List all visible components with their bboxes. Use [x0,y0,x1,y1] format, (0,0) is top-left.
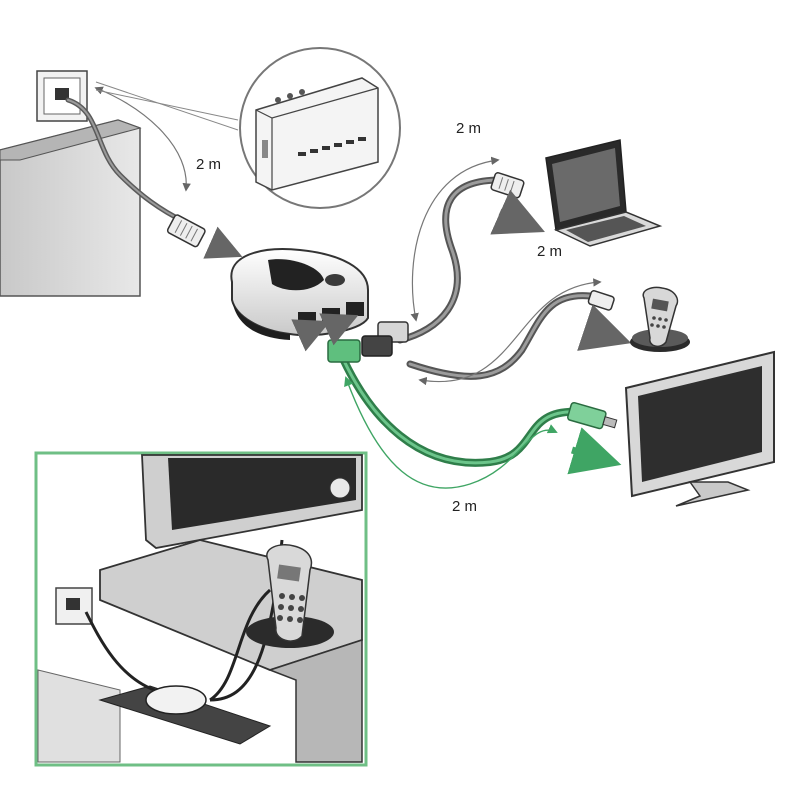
splitter-icon [230,248,369,340]
inset-scene [34,451,368,767]
rj45-plug-icon [166,214,206,248]
wall-shelf [0,119,142,297]
distribution-box-icon [255,77,379,191]
green-plug [327,339,361,363]
tv-cable-length-label: 2 m [452,498,478,515]
rj45-plug-icon [587,290,615,311]
phone-cable [406,292,594,380]
distribution-box-callout [239,47,401,209]
tv-monitor-icon [624,350,775,507]
phone-cable-length-label: 2 m [537,243,563,260]
tv-cable [336,348,584,467]
rj45-plug-icon [490,172,525,199]
laptop-icon [545,139,663,247]
cordless-phone-icon [630,286,690,352]
coax-plug-icon [566,401,618,430]
wall-socket-icon [36,70,88,122]
wall-cable-length-label: 2 m [196,156,222,173]
laptop-cable-length-label: 2 m [456,120,482,137]
